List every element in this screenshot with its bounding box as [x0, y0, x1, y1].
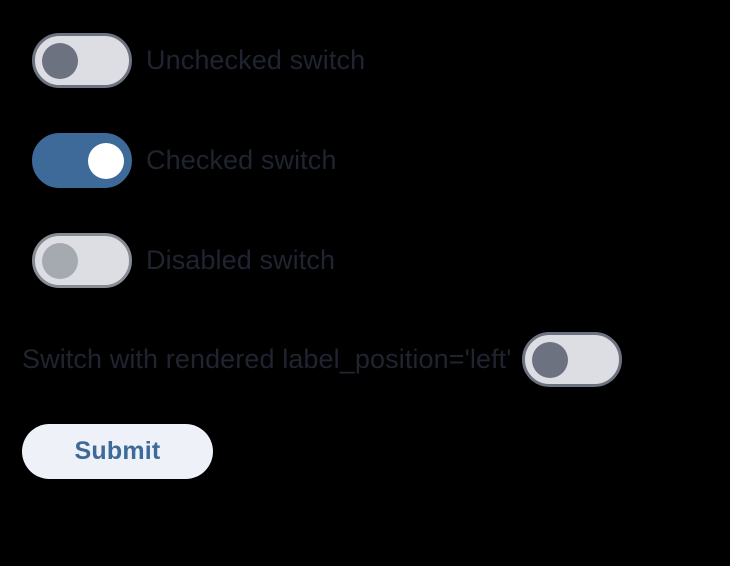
checked-switch-label: Checked switch — [146, 145, 337, 175]
disabled-switch-label: Disabled switch — [146, 245, 336, 275]
switch-knob-icon — [531, 341, 568, 378]
unchecked-switch[interactable] — [32, 33, 132, 88]
switch-row-unchecked: Unchecked switch — [32, 33, 365, 88]
switch-row-disabled: Disabled switch — [32, 233, 335, 288]
switch-knob-icon — [42, 42, 78, 79]
switch-row-checked: Checked switch — [32, 133, 336, 188]
checked-switch[interactable] — [32, 133, 132, 188]
switch-knob-icon — [88, 142, 124, 179]
submit-button[interactable]: Submit — [22, 424, 213, 479]
unchecked-switch-label: Unchecked switch — [146, 45, 366, 75]
label-left-switch[interactable] — [521, 332, 622, 387]
label-left-switch-label: Switch with rendered label_position='lef… — [22, 344, 512, 374]
switch-knob-icon — [42, 242, 78, 279]
switch-row-label-left: Switch with rendered label_position='lef… — [22, 332, 622, 387]
disabled-switch — [32, 233, 132, 288]
